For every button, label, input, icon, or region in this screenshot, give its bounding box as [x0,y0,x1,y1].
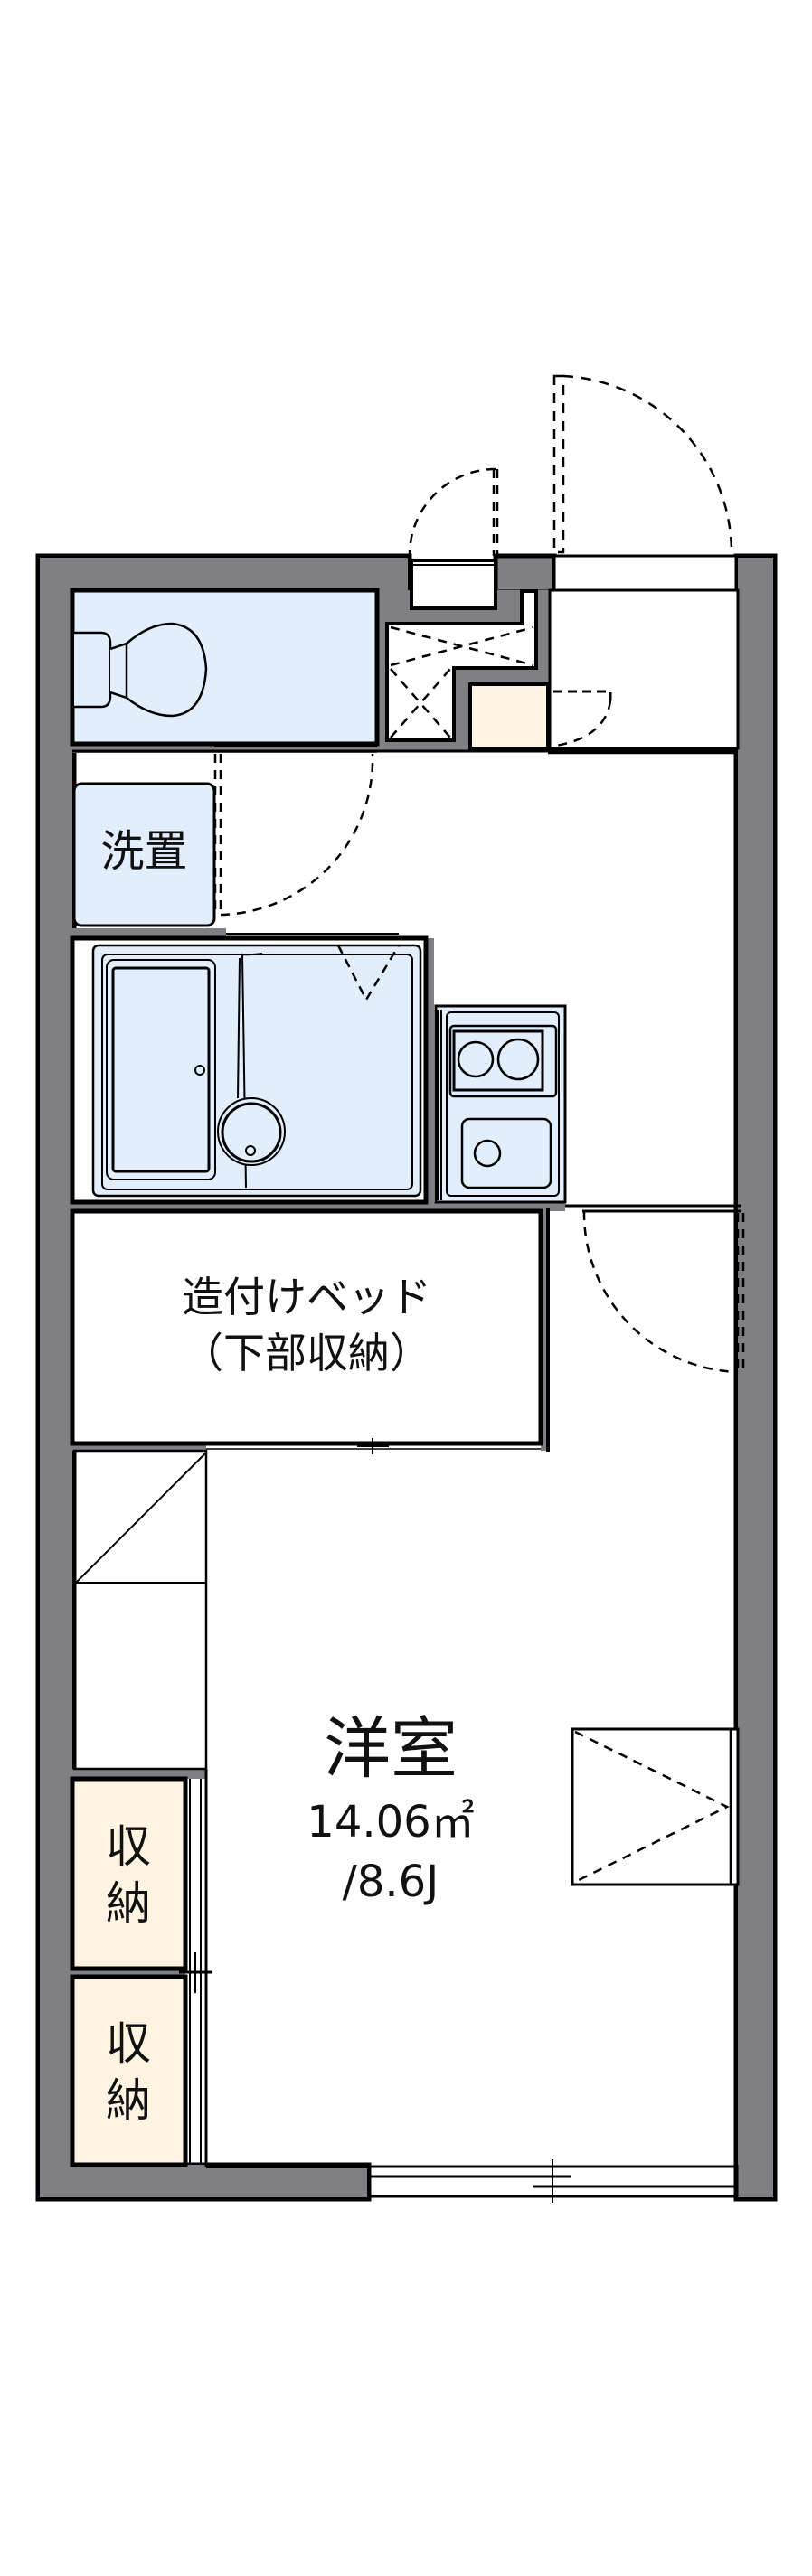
wall-closet [571,1727,740,1886]
meter-box-door-swing [408,467,499,557]
toilet-bowl [109,622,208,718]
burner-icon [496,1038,540,1081]
drain-icon [473,1139,502,1168]
wall-mass [40,558,773,2197]
built-in-bed [70,1208,543,1454]
sink [460,1117,552,1189]
meter-box [410,559,497,610]
storage-1-label: 収納 [106,1820,151,1930]
washroom [72,753,374,927]
western-room-size: /8.6J [342,1857,439,1907]
toilet-tank [74,631,112,709]
entrance-threshold [552,554,738,592]
toilet-room [70,588,380,747]
storage-2-label: 収納 [106,2017,151,2127]
western-room-label: 洋室 [324,1710,458,1788]
kitchen [434,1004,567,1204]
entrance-door-swing [552,374,733,557]
room-door-swing [582,1210,745,1374]
bed-label-line2: （下部収納） [182,1329,431,1377]
storage-closets [70,1769,212,2167]
bed-label-line1: 造付けベッド [182,1273,431,1321]
loft-ladder [72,1449,208,1771]
entrance [548,588,740,755]
window [367,2159,739,2203]
shoe-cabinet [468,682,550,750]
burner-icon [457,1040,495,1078]
bathroom [70,933,429,1205]
washroom-label: 洗置 [100,826,188,877]
pipe-shaft [385,589,538,742]
western-room-area: 14.06㎡ [307,1797,475,1847]
